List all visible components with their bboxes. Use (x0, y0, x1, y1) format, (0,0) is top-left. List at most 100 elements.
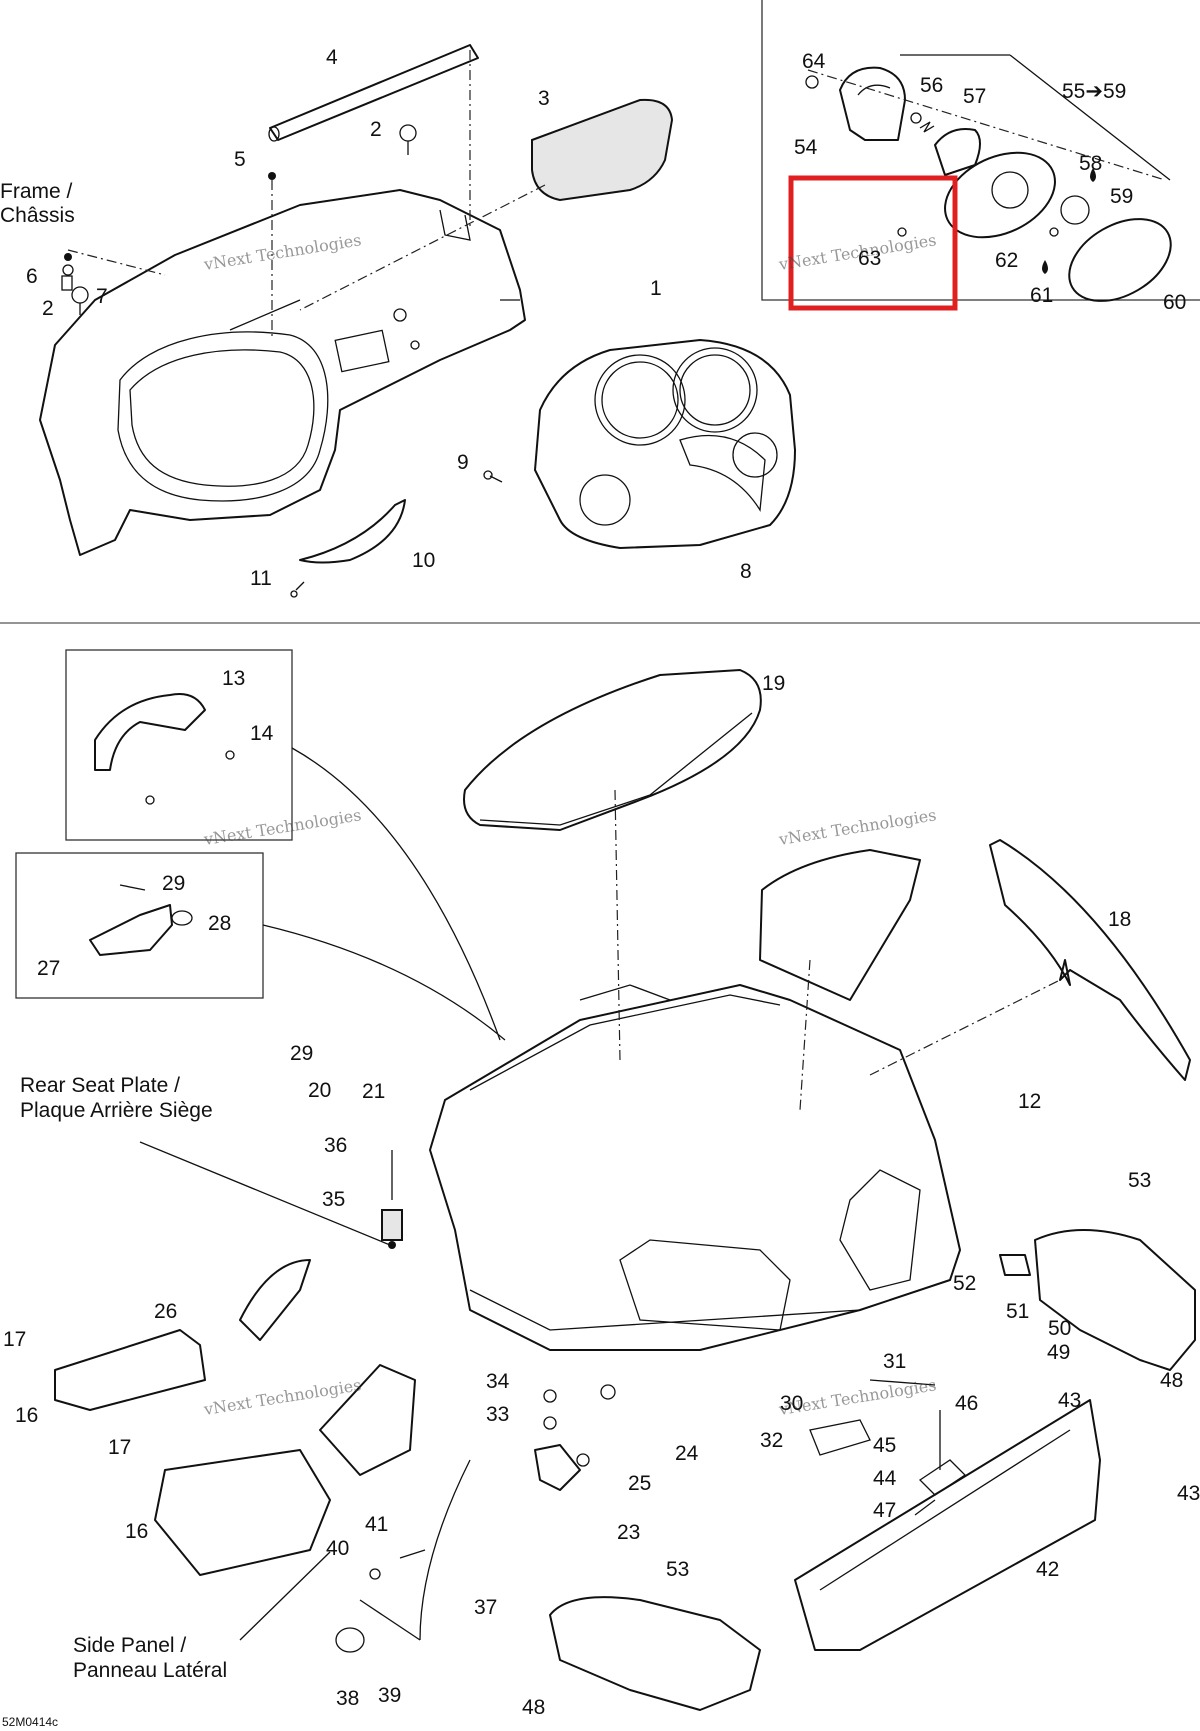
side-panel-insert-b[interactable] (319, 1364, 416, 1476)
bracket-part-27[interactable] (89, 904, 173, 956)
trim-part-10[interactable] (299, 499, 406, 564)
panel-part-26b[interactable] (239, 1259, 311, 1341)
callout-14: 14 (250, 722, 274, 745)
rear-bumper-part-42[interactable] (794, 1399, 1101, 1651)
svg-text:vNext Technologies: vNext Technologies (777, 805, 938, 849)
callout-58: 58 (1079, 152, 1102, 175)
routing-line (67, 249, 166, 276)
callout-31: 31 (883, 1350, 906, 1373)
inset-box-13-14 (65, 649, 293, 841)
dashboard-console-part-1[interactable] (39, 189, 526, 556)
callout-44: 44 (873, 1467, 897, 1490)
callout-18: 18 (1108, 908, 1131, 931)
callout-28: 28 (208, 912, 231, 935)
bolt-part-31[interactable] (869, 1379, 936, 1386)
clip-part-47[interactable] (914, 1499, 936, 1516)
callout-17: 17 (3, 1328, 26, 1351)
leader (139, 1141, 391, 1246)
spacer-part-35[interactable] (381, 1209, 403, 1241)
callout-37: 37 (474, 1596, 497, 1619)
step-part-48[interactable] (1034, 1229, 1196, 1371)
frame-label: Frame / (0, 180, 73, 203)
routing-line (799, 959, 811, 1111)
callout-61: 61 (1030, 284, 1053, 307)
callout-13: 13 (222, 667, 245, 690)
callout-45: 45 (873, 1434, 896, 1457)
drawing-code: 52M0414c (2, 1715, 58, 1729)
callout-16: 16 (125, 1520, 148, 1543)
inset-box-gauge (761, 0, 1200, 301)
callout-17: 17 (108, 1436, 131, 1459)
callout-62: 62 (995, 249, 1018, 272)
gauge-housing-part-8[interactable] (534, 339, 796, 549)
step-part-48b[interactable] (549, 1596, 761, 1711)
panel-part-26[interactable] (54, 1329, 206, 1411)
callout-24: 24 (675, 1442, 699, 1465)
side-panel-label: Panneau Latéral (73, 1659, 227, 1682)
callout-36: 36 (324, 1134, 347, 1157)
callout-43: 43 (1058, 1389, 1081, 1412)
ring-part-38[interactable] (335, 1627, 365, 1653)
cable-part-37[interactable] (419, 1459, 471, 1641)
callout-1: 1 (650, 277, 662, 300)
callout-6: 6 (26, 265, 38, 288)
fasteners-top (61, 124, 503, 598)
nut-part-25[interactable] (576, 1453, 590, 1467)
screw-part-34[interactable] (543, 1389, 557, 1403)
callout-59: 59 (1110, 185, 1133, 208)
rear-seat-plate-label: Rear Seat Plate / (20, 1074, 180, 1097)
svg-text:vNext Technologies: vNext Technologies (202, 1375, 363, 1419)
callout-16: 16 (15, 1404, 38, 1427)
callout-20: 20 (308, 1079, 331, 1102)
washer-part-40[interactable] (369, 1568, 381, 1580)
plate-part-30[interactable] (809, 1419, 871, 1456)
pad-part-3[interactable] (531, 98, 674, 202)
screw-part-41[interactable] (399, 1549, 426, 1559)
washer-part-28[interactable] (171, 910, 193, 926)
callout-52: 52 (953, 1272, 976, 1295)
callout-50: 50 (1048, 1317, 1071, 1340)
callout-32: 32 (760, 1429, 783, 1452)
routing-line (869, 979, 1061, 1076)
rear-body-part-12[interactable] (429, 984, 961, 1351)
bracket-part-23[interactable] (534, 1444, 581, 1491)
callout-2: 2 (370, 118, 382, 141)
bracket-part-52[interactable] (999, 1254, 1031, 1276)
spring-part-39[interactable] (359, 1599, 421, 1641)
side-panel-insert[interactable] (154, 1449, 331, 1576)
routing-line (299, 184, 546, 311)
callout-26: 26 (154, 1300, 177, 1323)
rod-part-4[interactable] (268, 44, 479, 142)
rear-seat-plate-label: Plaque Arrière Siège (20, 1099, 213, 1122)
callout-33: 33 (486, 1403, 509, 1426)
screw-part-14[interactable] (145, 795, 155, 805)
range-bracket (900, 54, 1171, 181)
callout-12: 12 (1018, 1090, 1041, 1113)
routing-line (807, 69, 1166, 181)
callout-57: 57 (963, 85, 986, 108)
seat-cushion-part-19[interactable] (463, 669, 762, 831)
callout-49: 49 (1047, 1341, 1070, 1364)
callout-4: 4 (326, 46, 338, 69)
callout-63: 63 (858, 247, 881, 270)
callout-5: 5 (234, 148, 246, 171)
washer-part-33[interactable] (543, 1416, 557, 1430)
callout-53: 53 (1128, 1169, 1151, 1192)
callout-21: 21 (362, 1080, 385, 1103)
side-panel-part-18[interactable] (989, 839, 1191, 1081)
callout-19: 19 (762, 672, 785, 695)
callout-29: 29 (290, 1042, 313, 1065)
callout-29: 29 (162, 872, 185, 895)
bracket-part-13[interactable] (94, 693, 206, 771)
rivet-part-29[interactable] (119, 884, 146, 891)
callout-60: 60 (1163, 291, 1186, 314)
callout-11: 11 (250, 567, 272, 590)
screw-part-14[interactable] (225, 750, 235, 760)
stud-part-24[interactable] (600, 1384, 616, 1400)
side-panel-label: Side Panel / (73, 1634, 186, 1657)
panel-part-19b[interactable] (759, 849, 921, 1001)
gauge-inset-parts[interactable] (805, 66, 1185, 318)
plate-part-44[interactable] (918, 1459, 967, 1496)
callout-38: 38 (336, 1687, 359, 1710)
